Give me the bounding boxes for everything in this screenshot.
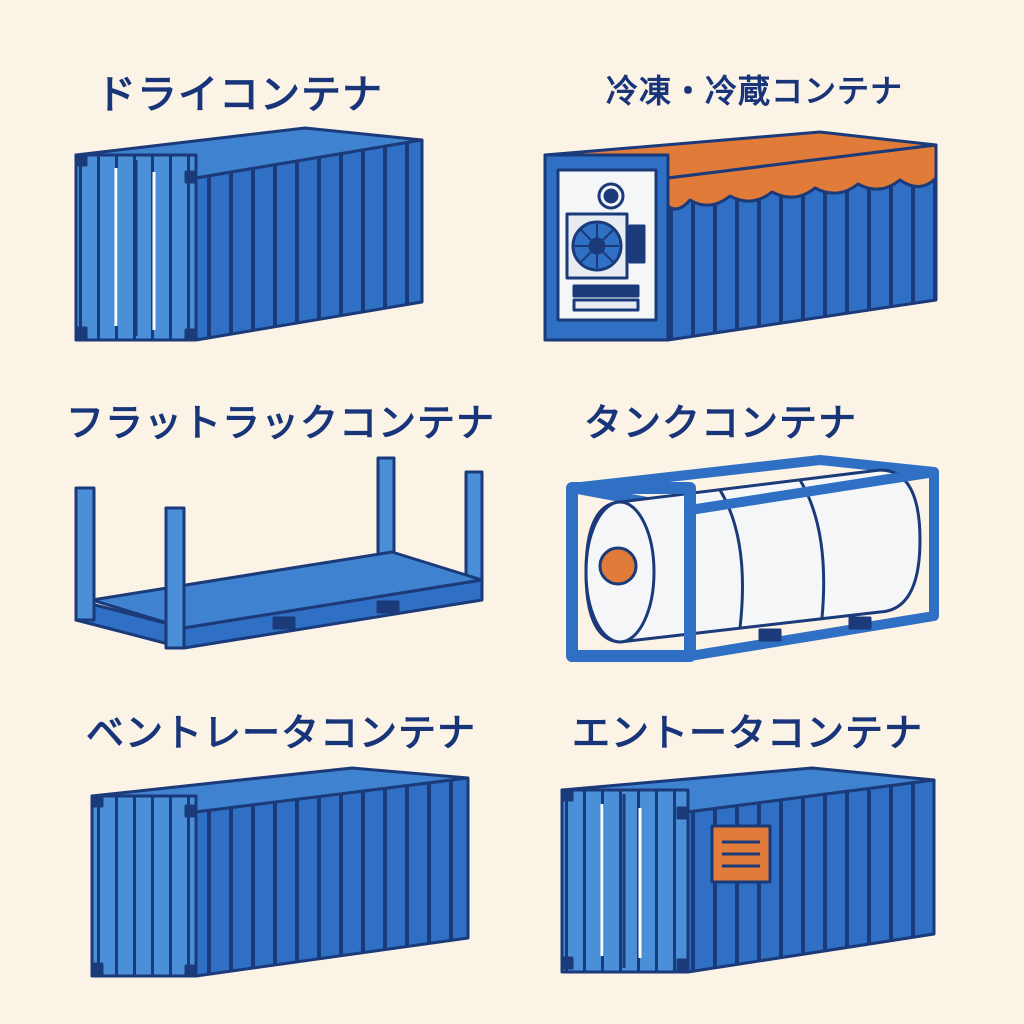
entota-container-icon xyxy=(560,766,936,974)
dry-container-icon xyxy=(74,126,424,342)
label-ventilated-container: ベントレータコンテナ xyxy=(86,711,477,755)
flat-rack-container-icon xyxy=(74,456,484,650)
label-dry-container: ドライコンテナ xyxy=(96,72,383,118)
ventilated-container-icon xyxy=(90,766,470,978)
label-flat-rack-container: フラットラックコンテナ xyxy=(66,401,496,445)
label-tank-container: タンクコンテナ xyxy=(584,401,858,445)
label-entota-container: エントータコンテナ xyxy=(572,711,924,755)
reefer-container-icon xyxy=(543,130,938,342)
label-reefer-container: 冷凍・冷蔵コンテナ xyxy=(606,72,904,110)
tank-container-icon xyxy=(566,455,939,662)
